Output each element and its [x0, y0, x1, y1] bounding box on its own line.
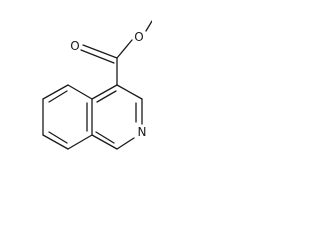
- benzo-ring: [42, 84, 93, 150]
- bond-c5-c6: [42, 84, 69, 100]
- bond-o-carbonyl-c: [116, 39, 133, 59]
- bond-c7-c8-inner: [48, 131, 68, 144]
- atom-label-carbonyl-oxygen: O: [70, 39, 79, 53]
- bond-carbonyl-c-o-double-b: [80, 49, 115, 64]
- bond-c1-c8a-inner: [95, 131, 115, 144]
- bond-c5-c6-inner: [48, 90, 68, 103]
- pyridine-ring: [91, 84, 143, 150]
- bond-c4a-c4: [91, 84, 118, 100]
- bond-methyl-o: [145, 20, 152, 32]
- bond-c1-c8a: [91, 134, 118, 150]
- bond-c4a-c4-inner: [96, 90, 117, 103]
- bond-c4a-c5: [67, 84, 93, 100]
- bond-c7-c8: [42, 134, 69, 150]
- bond-n2-c1: [116, 137, 135, 150]
- bond-carbonyl-c-o-double-a: [82, 44, 118, 59]
- atom-label-ring-nitrogen: N: [138, 125, 147, 139]
- bond-c8-c8a: [67, 134, 93, 150]
- bond-c4-c3: [116, 84, 143, 100]
- ester-group: [80, 20, 152, 86]
- methyl-isoquinoline-4-carboxylate-structure: O O N: [42, 20, 152, 150]
- atom-label-ester-oxygen: O: [134, 30, 143, 44]
